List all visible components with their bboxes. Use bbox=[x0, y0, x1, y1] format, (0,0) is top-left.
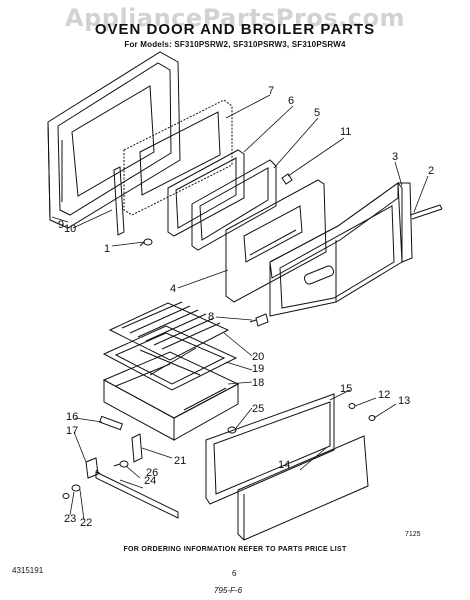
callout-15: 15 bbox=[340, 383, 352, 395]
leader-lines bbox=[51, 94, 429, 521]
callout-20: 20 bbox=[252, 351, 264, 363]
callout-10: 10 bbox=[64, 223, 76, 235]
callout-21: 21 bbox=[174, 455, 186, 467]
callout-18: 18 bbox=[252, 377, 264, 389]
callout-26: 26 bbox=[146, 467, 158, 479]
rail-support bbox=[85, 457, 99, 479]
figure-code: 7125 bbox=[405, 531, 421, 538]
page-number: 6 bbox=[232, 569, 237, 578]
broiler-pan bbox=[102, 325, 238, 391]
callout-17: 17 bbox=[66, 425, 78, 437]
door-insulation bbox=[123, 99, 233, 216]
callout-1: 1 bbox=[104, 243, 110, 255]
hinge-clip bbox=[249, 313, 269, 327]
model-list: For Models: SF310PSRW2, SF310PSRW3, SF31… bbox=[124, 40, 346, 49]
outer-door-panel bbox=[47, 51, 181, 229]
callout-5: 5 bbox=[314, 107, 320, 119]
glass-clip bbox=[281, 173, 293, 185]
callout-4: 4 bbox=[170, 283, 176, 295]
window-glass bbox=[191, 159, 277, 251]
rail-screw bbox=[62, 484, 81, 499]
callout-6: 6 bbox=[288, 95, 294, 107]
callout-8: 8 bbox=[208, 311, 214, 323]
document-number: 4315191 bbox=[12, 566, 44, 575]
inner-door-panel bbox=[225, 179, 327, 303]
ordering-note: FOR ORDERING INFORMATION REFER TO PARTS … bbox=[123, 546, 347, 553]
broiler-drawer bbox=[102, 351, 240, 441]
drawer-roller bbox=[98, 415, 124, 431]
broiler-door-panel bbox=[205, 393, 335, 505]
callout-11: 11 bbox=[340, 126, 351, 138]
screw-25 bbox=[227, 426, 237, 434]
callout-3: 3 bbox=[392, 151, 398, 163]
callout-19: 19 bbox=[252, 363, 264, 375]
page-title: OVEN DOOR AND BROILER PARTS bbox=[94, 21, 376, 38]
callout-2: 2 bbox=[428, 165, 434, 177]
callout-9: 9 bbox=[58, 219, 64, 231]
callout-25: 25 bbox=[252, 403, 264, 415]
broiler-door-front bbox=[237, 435, 369, 541]
door-strip bbox=[113, 166, 125, 236]
door-handle bbox=[409, 204, 443, 220]
callout-23: 23 bbox=[64, 513, 76, 525]
screw-26 bbox=[113, 460, 129, 468]
callout-22: 22 bbox=[80, 517, 92, 529]
broiler-grid bbox=[108, 301, 230, 361]
watermark: AppliancePartsPros.com bbox=[65, 4, 405, 32]
callout-16: 16 bbox=[66, 411, 78, 423]
revision-mark: 795-F-6 bbox=[214, 586, 243, 595]
callout-12: 12 bbox=[378, 389, 390, 401]
window-frame bbox=[167, 149, 245, 237]
callout-14: 14 bbox=[278, 459, 290, 471]
callout-24: 24 bbox=[144, 475, 156, 487]
side-rail bbox=[95, 469, 179, 519]
callout-7: 7 bbox=[268, 85, 274, 97]
door-clips bbox=[348, 403, 376, 421]
door-liner bbox=[269, 182, 413, 317]
drawer-bracket bbox=[131, 433, 143, 463]
callout-13: 13 bbox=[398, 395, 410, 407]
